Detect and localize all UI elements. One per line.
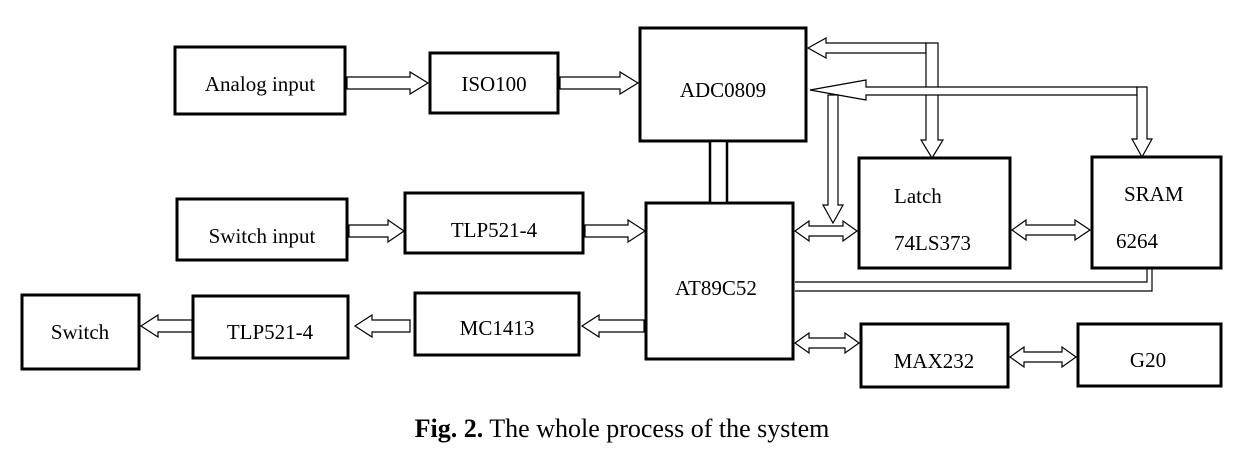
mcu-max232-bidirectional-arrow: [793, 331, 861, 355]
tlp-to-switch-arrow: [139, 313, 193, 339]
max232-g20-bidirectional-arrow: [1008, 345, 1078, 369]
analog-input-block: [173, 45, 347, 116]
switch-output-label: Switch: [51, 320, 110, 344]
iso100-to-adc-arrow: [559, 70, 640, 96]
latch-sram-bidirectional-arrow: [1010, 218, 1092, 242]
mcu-to-sram-control-line-upper: [795, 268, 1148, 283]
max232-label: MAX232: [894, 349, 975, 373]
mcu-to-sram-control-line-lower: [795, 268, 1153, 292]
sram-part-label: 6264: [1116, 229, 1159, 253]
sram-6264-block: [1090, 155, 1223, 270]
latch-74ls373-block: [857, 156, 1012, 270]
switch-input-label: Switch input: [209, 224, 316, 248]
g20-label: G20: [1130, 348, 1166, 372]
figure-caption: Fig. 2. The whole process of the system: [415, 414, 830, 443]
switch-input-to-tlp-arrow: [348, 218, 406, 244]
latch-label: Latch: [894, 184, 942, 208]
figure-caption-text: The whole process of the system: [489, 414, 829, 443]
tlp-to-mcu-arrow: [584, 218, 647, 244]
latch-part-label: 74LS373: [894, 231, 971, 255]
figure-number: Fig. 2.: [415, 414, 484, 443]
iso100-block: [428, 51, 560, 115]
tlp521-4-output-label: TLP521-4: [227, 320, 314, 344]
adc-mcu-bus-connector: [708, 139, 729, 205]
tlp521-4-input-label: TLP521-4: [451, 218, 538, 242]
mc1413-to-tlp-arrow: [353, 313, 411, 339]
mc1413-label: MC1413: [460, 316, 535, 340]
tlp521-4-output-block: [191, 294, 350, 360]
mc1413-block: [413, 291, 581, 357]
adc0809-label: ADC0809: [680, 78, 766, 102]
analog-input-label: Analog input: [205, 72, 315, 96]
iso100-label: ISO100: [461, 72, 526, 96]
latch-to-adc-address-arrow: [806, 36, 927, 60]
sram-to-adc-data-arrow: [809, 79, 1138, 101]
sram-vertical-bus-arrow: [1130, 86, 1154, 159]
mcu-latch-bidirectional-arrow: [793, 219, 859, 243]
g20-block: [1076, 322, 1223, 388]
analog-to-iso100-arrow: [346, 70, 430, 96]
tlp521-4-input-block: [403, 191, 585, 255]
sram-label: SRAM: [1124, 182, 1184, 206]
switch-input-block: [175, 197, 349, 262]
switch-output-block: [20, 293, 141, 371]
max232-block: [859, 322, 1010, 389]
latch-vertical-bus-arrow: [919, 42, 945, 160]
mcu-to-mc1413-arrow: [580, 313, 645, 339]
at89c52-label: AT89C52: [675, 276, 757, 300]
adc-to-mcu-latch-bus-arrow: [821, 94, 845, 225]
at89c52-block: [644, 201, 795, 361]
